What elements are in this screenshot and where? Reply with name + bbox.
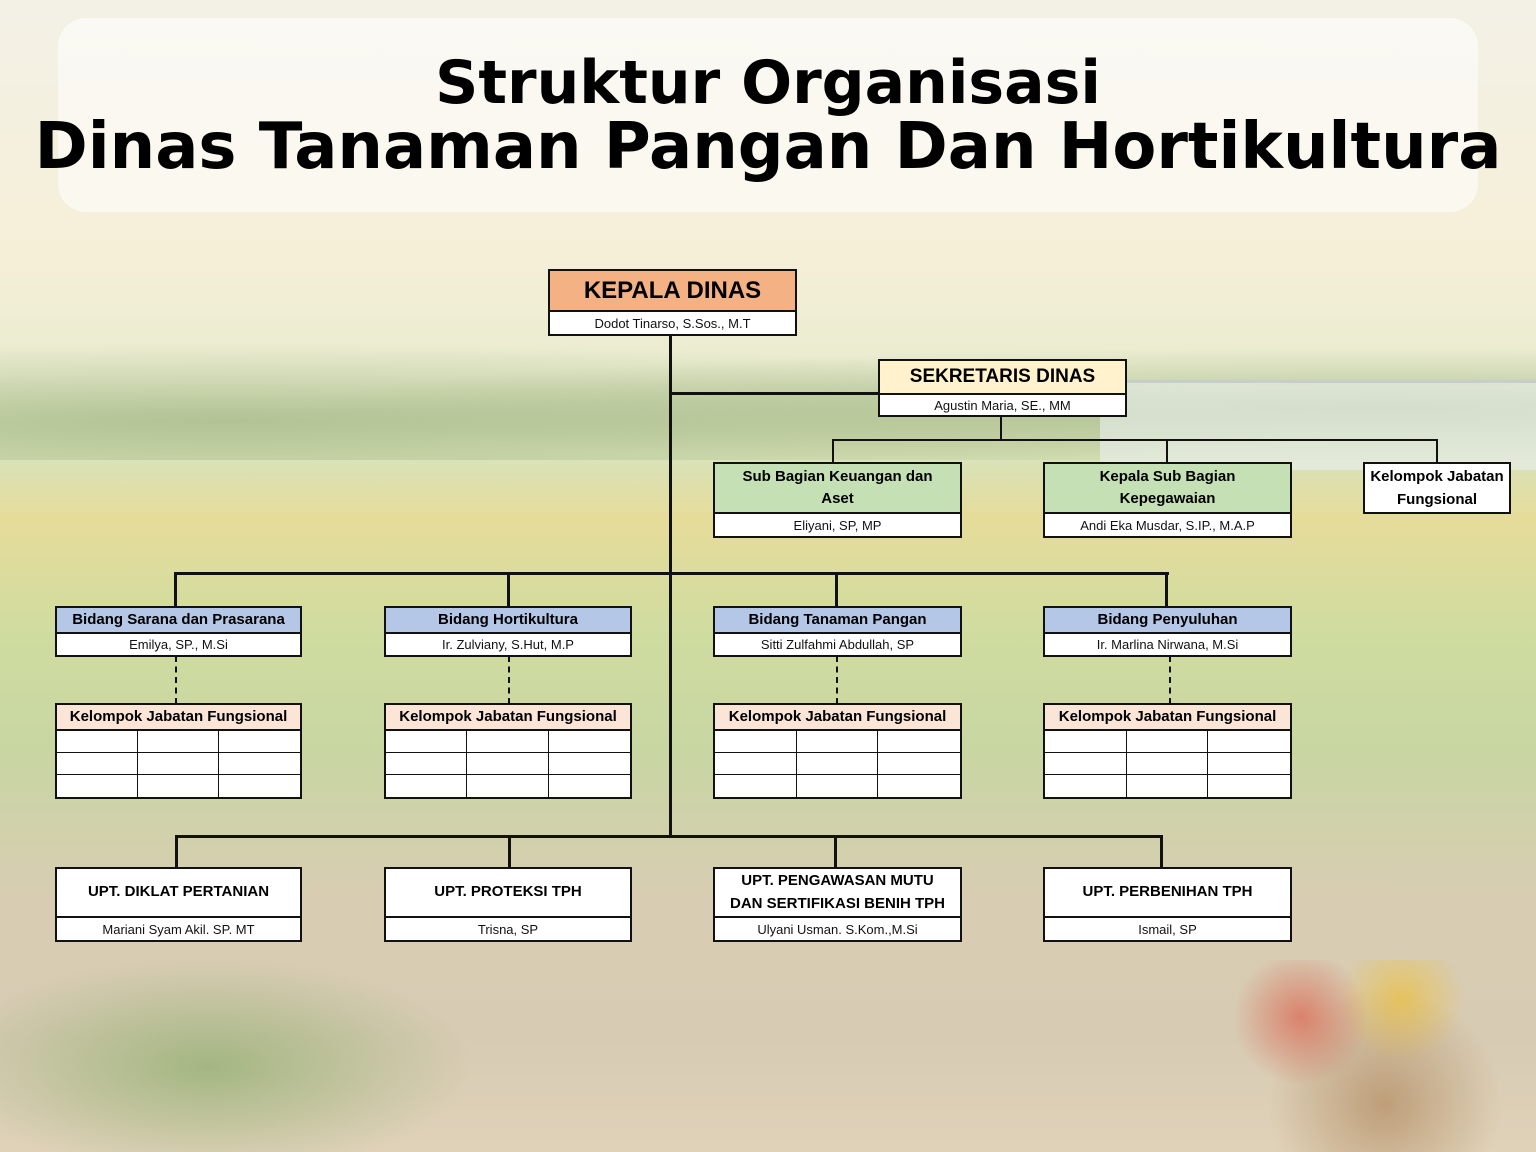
subbagian-keuangan-box: Sub Bagian Keuangan dan Aset Eliyani, SP… [713, 462, 962, 538]
sekretaris-dinas-title: SEKRETARIS DINAS [880, 361, 1125, 395]
drop-line [834, 835, 837, 868]
upt-title: UPT. PROTEKSI TPH [386, 869, 630, 918]
bidang-name: Emilya, SP., M.Si [129, 637, 228, 652]
drop-line [832, 439, 834, 463]
sekretaris-dinas-name: Agustin Maria, SE., MM [934, 397, 1071, 413]
upt-name: Ulyani Usman. S.Kom.,M.Si [757, 921, 918, 937]
kelompok-label: Kelompok Jabatan Fungsional [1045, 705, 1290, 731]
sekretaris-connector [669, 392, 879, 395]
kelompok-jabatan-box: Kelompok Jabatan Fungsional [384, 703, 632, 799]
upt-name: Mariani Syam Akil. SP. MT [102, 921, 255, 937]
subbagian-name: Andi Eka Musdar, S.IP., M.A.P [1080, 517, 1255, 533]
kepala-dinas-box: KEPALA DINAS Dodot Tinarso, S.Sos., M.T [548, 269, 797, 336]
bidang-title: Bidang Sarana dan Prasarana [57, 608, 300, 634]
subbagian-name: Eliyani, SP, MP [793, 517, 882, 533]
trunk-line [669, 335, 672, 837]
background-vegetable-basket [1200, 960, 1536, 1152]
subbagian-kepegawaian-box: Kepala Sub Bagian Kepegawaian Andi Eka M… [1043, 462, 1292, 538]
sekretariat-kelompok-label: Kelompok Jabatan Fungsional [1370, 467, 1504, 508]
bidang-name: Sitti Zulfahmi Abdullah, SP [760, 637, 915, 652]
upt-title: UPT. DIKLAT PERTANIAN [57, 869, 300, 918]
upt-name: Trisna, SP [477, 921, 539, 937]
drop-line [175, 835, 178, 868]
drop-line [174, 572, 177, 607]
sekretaris-dinas-box: SEKRETARIS DINAS Agustin Maria, SE., MM [878, 359, 1127, 417]
kelompok-label: Kelompok Jabatan Fungsional [57, 705, 300, 731]
upt-box: UPT. PROTEKSI TPH Trisna, SP [384, 867, 632, 942]
upt-name: Ismail, SP [1138, 921, 1197, 937]
drop-line [1160, 835, 1163, 868]
kelompok-table [57, 731, 300, 797]
page-title: Struktur Organisasi [435, 48, 1101, 118]
kelompok-table [715, 731, 960, 797]
kelompok-jabatan-box: Kelompok Jabatan Fungsional [1043, 703, 1292, 799]
sekretaris-down-line [1000, 416, 1002, 441]
sekretariat-kelompok-box: Kelompok Jabatan Fungsional [1363, 462, 1511, 514]
bidang-box: Bidang Sarana dan Prasarana Emilya, SP.,… [55, 606, 302, 657]
drop-line [1166, 439, 1168, 463]
dashed-line [1169, 656, 1171, 704]
upt-box: UPT. PENGAWASAN MUTU DAN SERTIFIKASI BEN… [713, 867, 962, 942]
dashed-line [836, 656, 838, 704]
bidang-name: Ir. Marlina Nirwana, M.Si [1096, 637, 1239, 652]
background-greens [0, 940, 520, 1152]
bidang-title: Bidang Hortikultura [386, 608, 630, 634]
bidang-box: Bidang Tanaman Pangan Sitti Zulfahmi Abd… [713, 606, 962, 657]
dashed-line [175, 656, 177, 704]
drop-line [508, 835, 511, 868]
drop-line [1165, 572, 1168, 607]
upt-box: UPT. DIKLAT PERTANIAN Mariani Syam Akil.… [55, 867, 302, 942]
sekretariat-bus [832, 439, 1438, 441]
upt-title: UPT. PENGAWASAN MUTU DAN SERTIFIKASI BEN… [715, 869, 960, 918]
bidang-name: Ir. Zulviany, S.Hut, M.P [442, 637, 574, 652]
bidang-box: Bidang Penyuluhan Ir. Marlina Nirwana, M… [1043, 606, 1292, 657]
kelompok-jabatan-box: Kelompok Jabatan Fungsional [55, 703, 302, 799]
upt-bus [175, 835, 1163, 838]
upt-title: UPT. PERBENIHAN TPH [1045, 869, 1290, 918]
kepala-dinas-name: Dodot Tinarso, S.Sos., M.T [594, 315, 751, 331]
subbagian-title: Kepala Sub Bagian Kepegawaian [1045, 464, 1290, 514]
kelompok-table [386, 731, 630, 797]
dashed-line [508, 656, 510, 704]
kelompok-label: Kelompok Jabatan Fungsional [386, 705, 630, 731]
title-panel [58, 18, 1478, 212]
bidang-bus [174, 572, 1169, 575]
page-subtitle: Dinas Tanaman Pangan Dan Hortikultura [34, 110, 1502, 184]
drop-line [1436, 439, 1438, 463]
bidang-box: Bidang Hortikultura Ir. Zulviany, S.Hut,… [384, 606, 632, 657]
kelompok-label: Kelompok Jabatan Fungsional [715, 705, 960, 731]
drop-line [835, 572, 838, 607]
bidang-title: Bidang Tanaman Pangan [715, 608, 960, 634]
drop-line [507, 572, 510, 607]
kelompok-table [1045, 731, 1290, 797]
kelompok-jabatan-box: Kelompok Jabatan Fungsional [713, 703, 962, 799]
kepala-dinas-title: KEPALA DINAS [550, 271, 795, 312]
bidang-title: Bidang Penyuluhan [1045, 608, 1290, 634]
upt-box: UPT. PERBENIHAN TPH Ismail, SP [1043, 867, 1292, 942]
subbagian-title: Sub Bagian Keuangan dan Aset [715, 464, 960, 514]
